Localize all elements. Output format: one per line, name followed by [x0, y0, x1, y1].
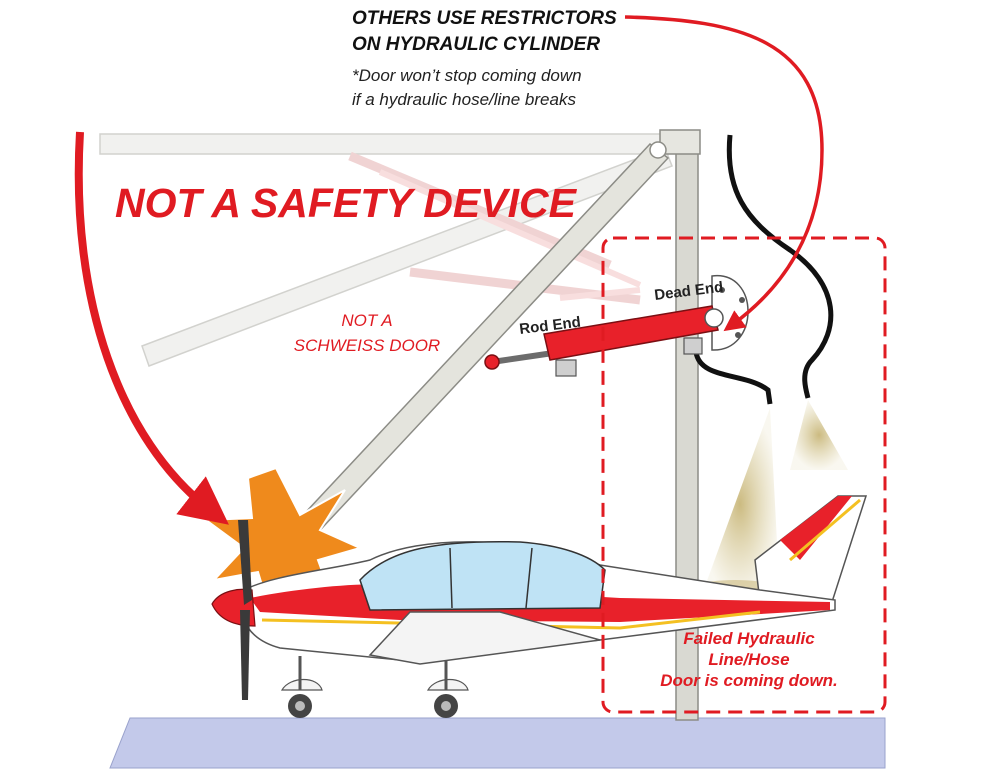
hydraulic-cylinder	[484, 305, 724, 377]
airplane	[211, 495, 868, 718]
restrictor-callout-arrow	[624, 15, 824, 332]
hydraulic-spray-left	[700, 408, 780, 600]
hydraulic-spray-right	[790, 400, 848, 470]
hydraulic-hose-lower	[693, 351, 773, 405]
restrictor-callout-title: OTHERS USE RESTRICTORS ON HYDRAULIC CYLI…	[352, 8, 617, 55]
safety-headline: NOT A SAFETY DEVICE	[115, 180, 576, 226]
hydraulic-hose-upper	[726, 134, 834, 399]
not-schweiss-label: NOT A SCHWEISS DOOR	[293, 311, 441, 355]
hangar-floor	[109, 717, 886, 769]
failed-hose-label: Failed Hydraulic Line/Hose Door is comin…	[660, 629, 838, 690]
door-falling-arrow	[74, 131, 229, 525]
restrictor-callout-note: *Door won’t stop coming down if a hydrau…	[352, 66, 582, 109]
